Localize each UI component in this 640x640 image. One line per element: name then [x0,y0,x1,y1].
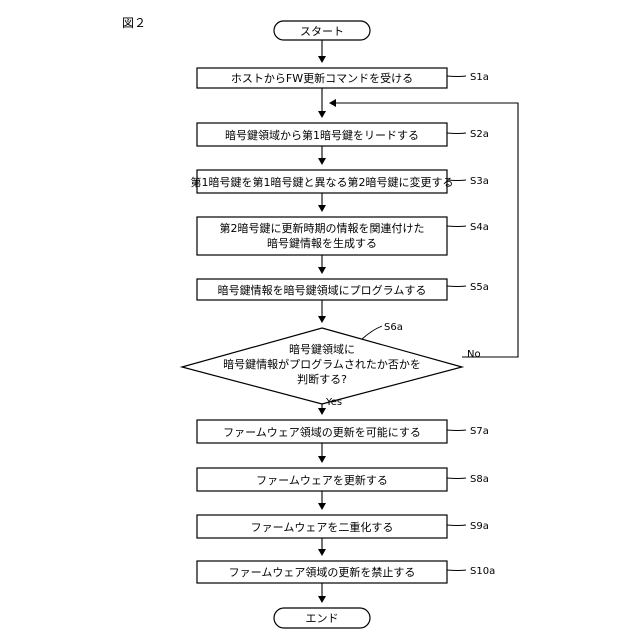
step-s10a: ファームウェア領域の更新を禁止する S10a [197,561,495,583]
step-s8a: ファームウェアを更新する S8a [197,468,489,491]
decision-no-label: No [467,349,481,360]
step-text: ホストからFW更新コマンドを受ける [231,71,413,85]
step-id: S6a [384,322,403,333]
step-id: S10a [470,566,495,577]
end-label: エンド [306,612,339,625]
step-s7a: ファームウェア領域の更新を可能にする S7a [197,420,489,443]
step-text-line-2: 暗号鍵情報を生成する [267,236,377,250]
step-text: 第1暗号鍵を第1暗号鍵と異なる第2暗号鍵に変更する [191,175,454,189]
decision-s6a: 暗号鍵領域に 暗号鍵情報がプログラムされたか否かを 判断する? S6a No Y… [182,322,481,408]
step-id: S5a [470,282,489,293]
step-s3a: 第1暗号鍵を第1暗号鍵と異なる第2暗号鍵に変更する S3a [191,170,489,193]
step-text: 暗号鍵情報を暗号鍵領域にプログラムする [218,283,427,297]
step-id: S4a [470,222,489,233]
start-label: スタート [300,25,344,38]
decision-text-line-2: 暗号鍵情報がプログラムされたか否かを [223,357,421,371]
figure-label: 図２ [122,16,146,30]
step-text: ファームウェア領域の更新を可能にする [223,425,421,439]
step-id: S1a [470,72,489,83]
end-terminal: エンド [274,608,370,628]
decision-text-line-3: 判断する? [297,372,347,386]
step-s4a: 第2暗号鍵に更新時期の情報を関連付けた 暗号鍵情報を生成する S4a [197,217,489,255]
step-s9a: ファームウェアを二重化する S9a [197,515,489,538]
step-id: S8a [470,474,489,485]
step-text: ファームウェアを二重化する [251,520,394,534]
step-text: ファームウェアを更新する [256,473,388,487]
step-id: S9a [470,521,489,532]
decision-yes-label: Yes [325,397,342,408]
step-text: ファームウェア領域の更新を禁止する [229,565,416,579]
step-id: S7a [470,426,489,437]
step-text: 暗号鍵領域から第1暗号鍵をリードする [225,128,419,142]
start-terminal: スタート [274,21,370,40]
step-s5a: 暗号鍵情報を暗号鍵領域にプログラムする S5a [197,279,489,300]
step-text-line-1: 第2暗号鍵に更新時期の情報を関連付けた [220,221,425,235]
step-s1a: ホストからFW更新コマンドを受ける S1a [197,68,489,88]
step-id: S3a [470,176,489,187]
decision-text-line-1: 暗号鍵領域に [289,342,355,356]
step-s2a: 暗号鍵領域から第1暗号鍵をリードする S2a [197,123,489,146]
step-id: S2a [470,129,489,140]
